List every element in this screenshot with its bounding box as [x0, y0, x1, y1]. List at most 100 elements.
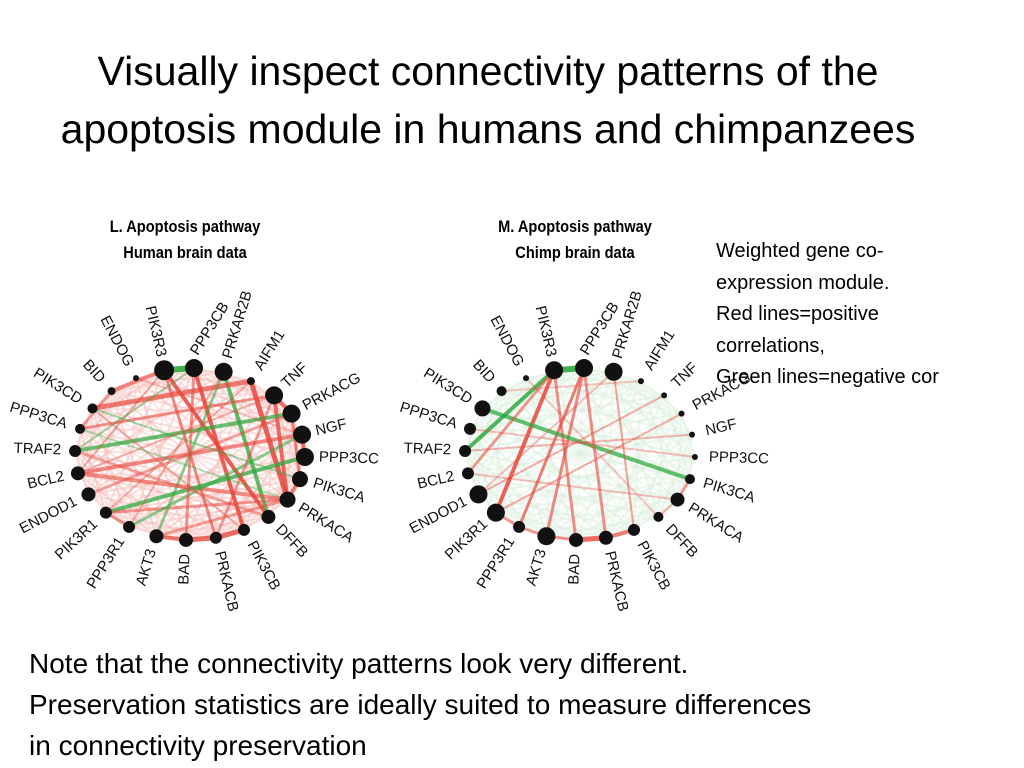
gene-node: [486, 503, 505, 522]
faint-edge: [184, 380, 252, 541]
gene-label: PIK3CB: [244, 538, 284, 593]
positive-correlation-edge: [184, 366, 196, 542]
faint-edge: [464, 367, 585, 452]
gene-node: [185, 359, 204, 378]
faint-edge: [518, 380, 642, 528]
gene-label: BID: [469, 356, 499, 386]
faint-edge: [92, 367, 195, 410]
faint-edge: [553, 369, 607, 539]
slide-title-line-2: apoptosis module in humans and chimpanze…: [60, 106, 916, 152]
faint-edge: [575, 412, 683, 541]
gene-node: [545, 361, 564, 380]
legend-note: Weighted gene co- expression module. Red…: [716, 236, 1024, 394]
gene-node: [684, 474, 695, 485]
faint-edge: [478, 493, 678, 501]
gene-label: ENDOG: [97, 313, 138, 370]
faint-edge: [477, 493, 577, 541]
faint-edge: [500, 390, 607, 539]
gene-label: PRKACB: [601, 549, 631, 613]
faint-edge: [467, 472, 691, 481]
faint-edge: [525, 376, 682, 415]
gene-node: [214, 362, 233, 381]
faint-edge: [657, 395, 666, 517]
faint-edge: [518, 412, 683, 528]
faint-edge: [482, 407, 682, 415]
faint-edge: [74, 450, 187, 541]
faint-edge: [501, 370, 614, 393]
faint-edge: [464, 380, 642, 453]
faint-edge: [91, 407, 187, 541]
faint-edge: [74, 450, 245, 531]
faint-edge: [91, 407, 245, 531]
gene-label: PPP3R1: [473, 534, 518, 592]
chimp-panel-heading: M. Apoptosis pathway Chimp brain data: [416, 214, 734, 266]
positive-correlation-edge: [154, 498, 290, 538]
positive-correlation-edge: [464, 433, 694, 452]
faint-edge: [519, 525, 635, 532]
faint-edge: [481, 407, 635, 531]
faint-edge: [574, 368, 586, 540]
gene-label: ENDOD1: [407, 493, 470, 537]
gene-node: [107, 387, 116, 396]
gene-label: TNF: [278, 359, 311, 391]
positive-correlation-edge: [75, 471, 290, 502]
faint-edge: [553, 369, 665, 397]
gene-label: PPP3CC: [709, 448, 770, 467]
positive-correlation-edge: [582, 366, 608, 540]
faint-edge: [467, 472, 548, 538]
human-heading-line-1: L. Apoptosis pathway: [109, 217, 261, 236]
faint-edge: [640, 380, 696, 458]
faint-edge: [500, 390, 548, 537]
gene-node: [691, 454, 698, 461]
gene-node: [265, 386, 284, 405]
faint-edge: [518, 498, 678, 529]
faint-edge: [680, 413, 696, 458]
gene-node: [261, 509, 276, 524]
gene-node: [291, 471, 308, 488]
faint-edge: [663, 395, 692, 480]
faint-edge: [74, 450, 130, 528]
faint-edge: [612, 371, 691, 480]
gene-label: PPP3CC: [319, 448, 380, 467]
gene-node: [461, 467, 474, 480]
gene-label: BID: [79, 356, 109, 386]
legend-note-line-4: correlations,: [716, 334, 825, 357]
positive-correlation-edge: [477, 394, 666, 496]
faint-edge: [110, 390, 217, 539]
gene-label: DFFB: [662, 521, 701, 561]
faint-edge: [633, 456, 696, 531]
faint-edge: [613, 370, 665, 397]
faint-edge: [467, 370, 615, 475]
faint-edge: [155, 478, 301, 538]
bottom-note-line-1: Note that the connectivity patterns look…: [29, 648, 689, 679]
gene-node: [627, 523, 640, 536]
positive-correlation-edge: [466, 472, 679, 501]
faint-edge: [525, 377, 635, 531]
gene-node: [246, 377, 255, 386]
faint-edge: [467, 433, 693, 475]
gene-node: [87, 403, 98, 414]
gene-node: [523, 375, 530, 382]
positive-correlation-edge: [76, 369, 166, 475]
gene-node: [282, 404, 301, 423]
positive-correlation-edge: [104, 498, 290, 515]
gene-node: [99, 506, 112, 519]
gene-label: PIK3CD: [420, 365, 475, 408]
negative-correlation-edge: [91, 407, 301, 481]
gene-label: PIK3R3: [142, 304, 170, 358]
faint-edge: [467, 472, 607, 539]
positive-correlation-edge: [89, 378, 254, 411]
positive-correlation-edge: [500, 380, 642, 393]
faint-edge: [632, 413, 683, 531]
faint-edge: [525, 377, 679, 501]
gene-label: PIK3CA: [701, 475, 757, 507]
gene-label: PRKAR2B: [609, 289, 646, 361]
gene-label: PRKAR2B: [219, 289, 256, 361]
faint-edge: [501, 369, 555, 393]
faint-edge: [87, 380, 252, 496]
positive-correlation-edge: [612, 370, 635, 531]
faint-edge: [464, 450, 635, 531]
gene-node: [537, 527, 556, 546]
